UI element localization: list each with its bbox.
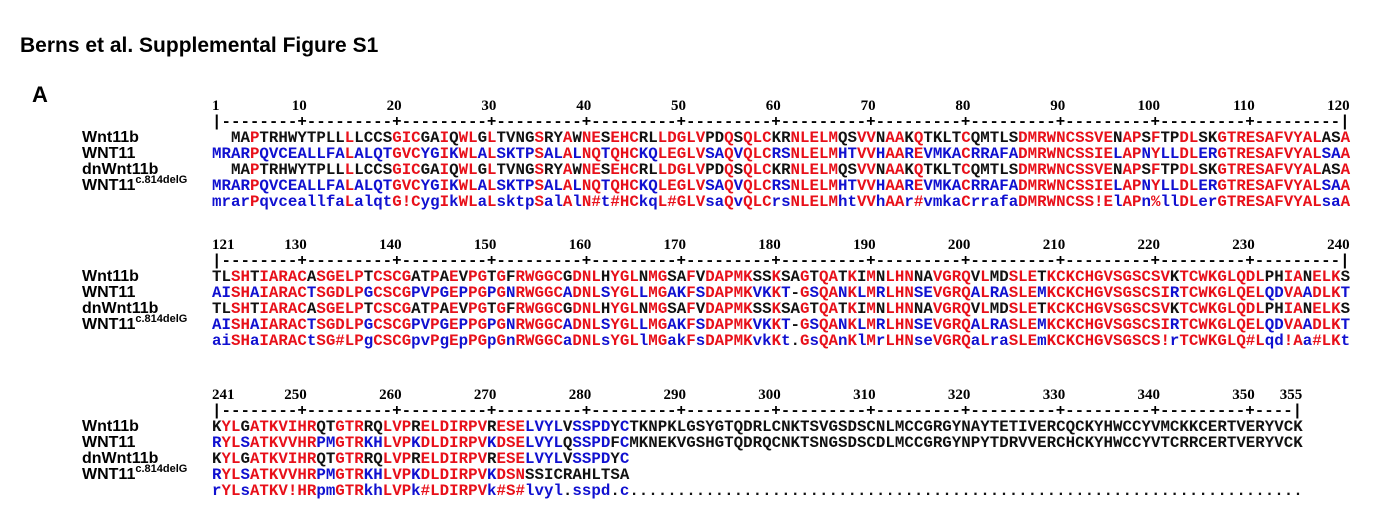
position-label: 241 (212, 387, 235, 403)
seq-dnwnt11b: MAPTRHWYTPLLLLCCSGICGAIQWLGLTVNGSRYAWNES… (230, 161, 1351, 179)
name-wnt11b: Wnt11b (82, 268, 139, 285)
position-label: 280 (568, 387, 592, 403)
position-label: 110 (1233, 98, 1255, 114)
position-label: 270 (473, 387, 497, 403)
position-label: 30 (481, 98, 497, 114)
name-wnt11-mutant: WNT11c.814delG (82, 174, 188, 194)
figure-title: Berns et al. Supplemental Figure S1 (20, 34, 379, 57)
position-label: 170 (663, 237, 687, 253)
position-label: 40 (576, 98, 592, 114)
position-label: 140 (379, 237, 402, 253)
position-label: 320 (947, 387, 971, 403)
position-label: 310 (853, 387, 876, 403)
name-wnt11: WNT11 (82, 145, 136, 162)
position-label: 180 (758, 237, 781, 253)
position-label: 220 (1137, 237, 1161, 253)
name-wnt11: WNT11 (82, 434, 136, 451)
name-wnt11-mutant: WNT11c.814delG (82, 463, 188, 483)
position-label: 160 (568, 237, 592, 253)
position-label: 350 (1232, 387, 1255, 403)
seq-wnt11b: KYLGATKVIHRQTGTRRQLVPRELDIRPVRESELVYLVSS… (212, 418, 1303, 436)
panel-label: A (32, 82, 48, 107)
position-label: 340 (1137, 387, 1161, 403)
sequence-names: Wnt11b WNT11 dnWnt11b WNT11c.814delG (82, 130, 187, 194)
seq-consensus: aiSHaIARACtSG#LPgCSCGpvPgEpPGpGnRWGGCaDN… (212, 332, 1351, 350)
name-wnt11: WNT11 (82, 284, 136, 301)
name-dnwnt11b: dnWnt11b (82, 300, 159, 317)
position-label: 300 (758, 387, 781, 403)
position-label: 355 (1279, 387, 1303, 403)
position-label: 240 (1327, 237, 1350, 253)
seq-wnt11b: TLSHTIARACASGELPTCSCGATPAEVPGTGFRWGGCGDN… (212, 268, 1351, 286)
position-label: 210 (1042, 237, 1066, 253)
position-label: 50 (671, 98, 686, 114)
seq-wnt11-mutant: RYLSATKVVHRPMGTRKHLVPKDLDIRPVKDSNSSICRAH… (212, 466, 630, 484)
seq-wnt11: AISHAIARACTSGDLPGCSCGPVPGEPPGPGNRWGGCADN… (212, 284, 1351, 302)
position-label: 20 (386, 98, 402, 114)
name-dnwnt11b: dnWnt11b (82, 161, 159, 178)
position-label: 130 (284, 237, 307, 253)
position-label: 10 (291, 98, 307, 114)
seq-wnt11: MRARPQVCEALLFALALQTGVCYGIKWLALSKTPSALALN… (212, 145, 1351, 163)
mutation-superscript: c.814delG (135, 174, 188, 186)
alignment-block-2: Wnt11b WNT11 dnWnt11b WNT11c.814delG 121… (0, 237, 1386, 349)
position-label: 260 (379, 387, 402, 403)
sequence-names: Wnt11b WNT11 dnWnt11b WNT11c.814delG (82, 269, 187, 333)
position-label: 100 (1137, 98, 1161, 114)
seq-consensus: mrarPqvceallfaLalqtG!CygIkWLaLsktpSalAlN… (212, 193, 1351, 211)
seq-wnt11-mutant: MRARPQVCEALLFALALQTGVCYGIKWLALSKTPSALALN… (212, 177, 1351, 195)
seq-wnt11b: MAPTRHWYTPLLLLCCSGICGAIQWLGLTVNGSRYAWNES… (230, 129, 1351, 147)
position-label: 120 (1327, 98, 1350, 114)
mutation-superscript: c.814delG (135, 463, 188, 475)
mutation-superscript: c.814delG (135, 313, 188, 325)
position-ruler: |--------+---------+---------+---------+… (212, 402, 1303, 420)
seq-wnt11: RYLSATKVVHRPMGTRKHLVPKDLDIRPVKDSELVYLQSS… (212, 434, 1303, 452)
position-label: 330 (1042, 387, 1066, 403)
name-wnt11-mutant: WNT11c.814delG (82, 313, 188, 333)
position-ruler: |--------+---------+---------+---------+… (212, 252, 1350, 270)
position-label: 290 (663, 387, 687, 403)
position-label: 80 (955, 98, 971, 114)
name-wnt11b: Wnt11b (82, 418, 139, 435)
position-label: 1 (212, 98, 220, 114)
seq-wnt11-mutant: AISHAIARACTSGDLPGCSCGPVPGEPPGPGNRWGGCADN… (212, 316, 1351, 334)
seq-dnwnt11b: KYLGATKVIHRQTGTRRQLVPRELDIRPVRESELVYLVSS… (212, 450, 630, 468)
position-label: 200 (947, 237, 971, 253)
position-label: 70 (860, 98, 876, 114)
name-dnwnt11b: dnWnt11b (82, 450, 159, 467)
sequence-names: Wnt11b WNT11 dnWnt11b WNT11c.814delG (82, 419, 187, 483)
name-wnt11b: Wnt11b (82, 129, 139, 146)
position-labels: 241 250 260 270 280 290 300 310 320 330 340 350 355 (212, 387, 1303, 403)
position-label: 250 (284, 387, 307, 403)
seq-consensus: rYLsATKV!HRpmGTRkhLVPk#LDIRPVk#S#lvyl.ss… (212, 482, 1303, 500)
position-label: 90 (1050, 98, 1066, 114)
position-label: 230 (1232, 237, 1255, 253)
position-label: 60 (765, 98, 781, 114)
position-ruler: |--------+---------+---------+---------+… (212, 113, 1350, 131)
position-label: 150 (473, 237, 497, 253)
position-label: 121 (212, 237, 235, 253)
seq-dnwnt11b: TLSHTIARACASGELPTCSCGATPAEVPGTGFRWGGCGDN… (212, 300, 1351, 318)
position-label: 190 (853, 237, 876, 253)
position-labels: 121 130 140 150 160 170 180 190 200 210 220 230 240 (212, 237, 1350, 253)
alignment-block-3: Wnt11b WNT11 dnWnt11b WNT11c.814delG 241… (0, 387, 1386, 499)
